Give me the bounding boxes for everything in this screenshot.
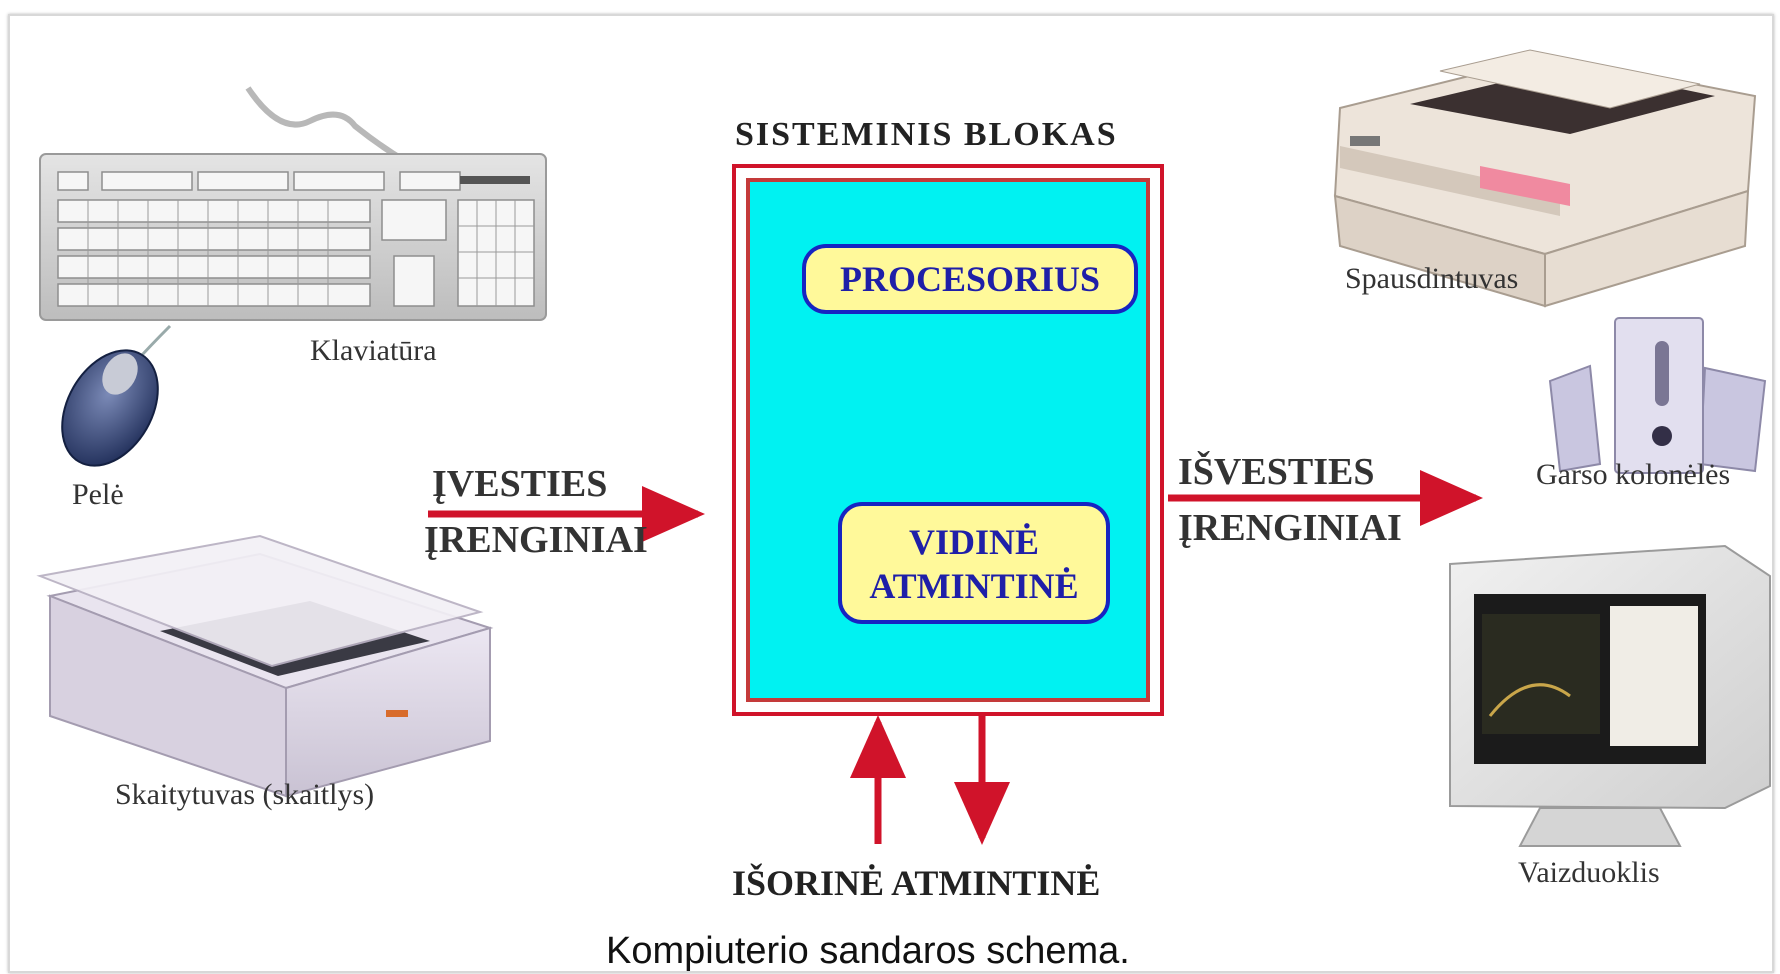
internal-memory-line1: VIDINĖ bbox=[908, 522, 1040, 562]
system-unit-box: PROCESORIUS VIDINĖ ATMINTINĖ bbox=[732, 164, 1164, 716]
internal-memory-line2: ATMINTINĖ bbox=[869, 566, 1079, 606]
output-label-line1: IŠVESTIES bbox=[1178, 451, 1375, 493]
printer-icon bbox=[1333, 49, 1757, 308]
scanner-icon bbox=[36, 534, 494, 798]
processor-box: PROCESORIUS bbox=[802, 244, 1138, 314]
scanner-label: Skaitytuvas (skaitlys) bbox=[115, 778, 375, 811]
system-unit-title: SISTEMINIS BLOKAS bbox=[735, 116, 1118, 153]
monitor-icon bbox=[1449, 544, 1771, 847]
speakers-icon bbox=[1548, 317, 1767, 474]
input-label-line1: ĮVESTIES bbox=[432, 463, 608, 505]
mouse-icon bbox=[61, 324, 172, 467]
internal-memory-box: VIDINĖ ATMINTINĖ bbox=[838, 502, 1110, 624]
diagram-caption: Kompiuterio sandaros schema. bbox=[606, 930, 1130, 972]
input-label-line2: ĮRENGINIAI bbox=[424, 519, 648, 561]
speakers-label: Garso kolonėlės bbox=[1536, 458, 1731, 491]
printer-label: Spausdintuvas bbox=[1345, 262, 1519, 295]
keyboard-label: Klaviatūra bbox=[310, 334, 437, 367]
diagram-frame: SISTEMINIS BLOKAS PROCESORIUS VIDINĖ ATM… bbox=[8, 14, 1774, 973]
mouse-label: Pelė bbox=[72, 478, 124, 511]
system-unit-inner: PROCESORIUS VIDINĖ ATMINTINĖ bbox=[746, 178, 1150, 702]
monitor-label: Vaizduoklis bbox=[1518, 856, 1660, 889]
keyboard-icon bbox=[39, 86, 547, 321]
output-label-line2: ĮRENGINIAI bbox=[1178, 507, 1402, 549]
diagram-graphics bbox=[36, 49, 1771, 847]
external-memory-label: IŠORINĖ ATMINTINĖ bbox=[732, 863, 1101, 903]
